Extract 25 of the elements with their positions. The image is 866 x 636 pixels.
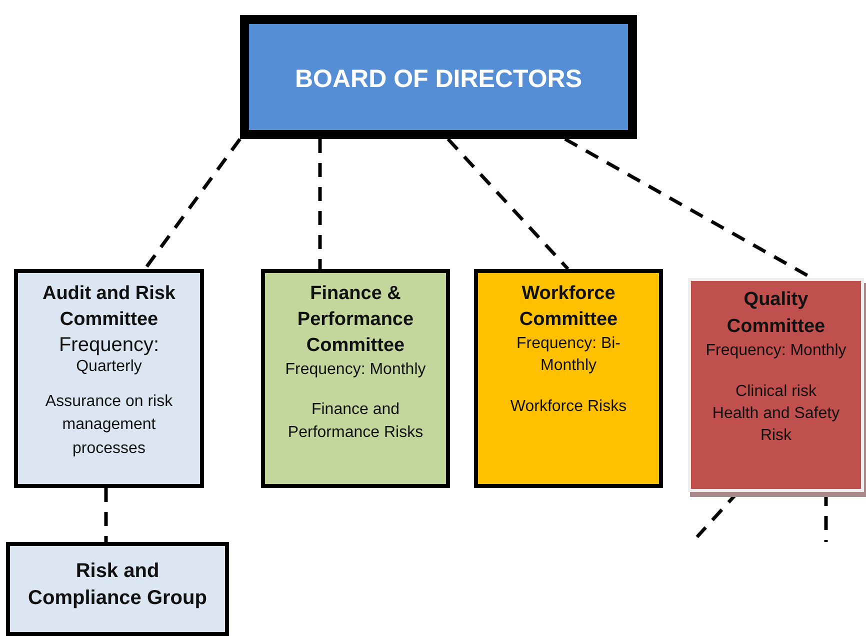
frequency-text: Frequency: <box>58 333 160 358</box>
title-text: BOARD OF DIRECTORS <box>294 64 584 95</box>
frequency-text: Frequency: Monthly <box>704 341 848 362</box>
committee-box <box>14 269 204 488</box>
board-box <box>240 15 637 139</box>
heading: Finance & Performance Committee <box>296 282 415 358</box>
frequency-text: Clinical risk <box>734 382 818 402</box>
frequency-text: Frequency: Bi-Monthly <box>515 334 622 376</box>
heading: Workforce Committee <box>518 282 619 332</box>
dashed-connector <box>104 488 108 542</box>
heading: Risk and Compliance Group <box>27 559 208 611</box>
dashed-connector <box>446 138 570 270</box>
heading: Audit and Risk Committee <box>41 282 176 332</box>
heading: Quality Committee <box>726 288 826 339</box>
frequency-text: Workforce Risks <box>509 396 628 417</box>
group-box <box>6 542 229 636</box>
description-text: Assurance on risk management processes <box>44 392 174 459</box>
committee-box <box>261 269 450 488</box>
dashed-connector <box>144 138 242 270</box>
committee-box <box>474 269 663 488</box>
description-text: Health and Safety Risk <box>711 404 841 446</box>
dashed-connector <box>318 139 322 269</box>
frequency-text: Frequency: Monthly <box>284 360 427 380</box>
frequency-text: Quarterly <box>75 357 143 376</box>
frequency-text: Finance and Performance Risks <box>286 400 424 443</box>
